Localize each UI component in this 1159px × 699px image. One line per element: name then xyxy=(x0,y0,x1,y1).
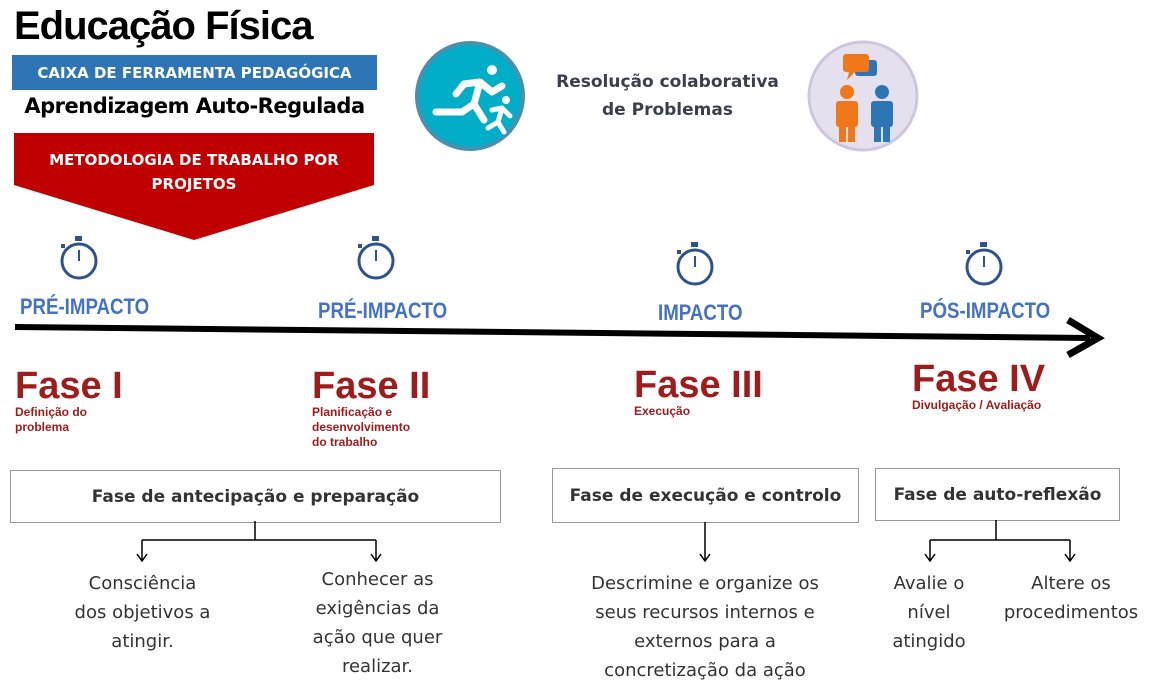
page-title: Educação Física xyxy=(14,4,313,48)
outcome-text: Consciência dos objetivos a atingir. xyxy=(50,569,235,656)
outcome-line: atingir. xyxy=(111,631,174,652)
subtitle: Aprendizagem Auto-Regulada xyxy=(24,94,365,118)
phase-desc: Planificação e xyxy=(312,405,393,419)
timeline-arrow xyxy=(14,316,1105,359)
outcome-text: Descrimine e organize os seus recursos in… xyxy=(570,569,840,685)
phase-desc: Divulgação / Avaliação xyxy=(912,398,1042,412)
moment-label: PÓS-IMPACTO xyxy=(920,298,1051,323)
outcome-line: Altere os xyxy=(1031,573,1111,594)
collaborative-label: Resolução colaborativa de Problemas xyxy=(545,68,790,124)
moment-label: PRÉ-IMPACTO xyxy=(318,298,448,323)
phase-name: Fase IV xyxy=(912,358,1046,400)
phase-desc: Execução xyxy=(634,404,691,418)
outcome-line: concretização da ação xyxy=(604,660,806,681)
connector-lines xyxy=(136,520,1076,563)
outcome-line: seus recursos internos e xyxy=(595,602,815,623)
moment-label: IMPACTO xyxy=(658,300,743,325)
outcome-line: procedimentos xyxy=(1003,602,1139,623)
outcome-text: Conhecer as exigências da ação que quer rea… xyxy=(285,565,470,681)
phase-name: Fase I xyxy=(15,365,123,407)
stopwatch-icon xyxy=(357,236,395,280)
outcome-line: atingido xyxy=(892,631,966,652)
outcome-line: ação que quer xyxy=(312,627,443,648)
outcome-line: dos objetivos a xyxy=(74,602,211,623)
phase-desc: problema xyxy=(15,420,70,434)
outcome-line: externos para a xyxy=(634,631,776,652)
collaboration-people-icon xyxy=(807,40,919,152)
collaborative-line-2: de Problemas xyxy=(602,100,733,120)
outcome-text: Altere os procedimentos xyxy=(990,569,1152,627)
phase-desc: Definição do xyxy=(15,405,88,419)
methodology-arrow-shape xyxy=(14,133,374,240)
phase-name: Fase III xyxy=(634,364,763,406)
stopwatch-icon xyxy=(60,236,98,280)
outcome-line: realizar. xyxy=(341,656,414,677)
methodology-label: METODOLOGIA DE TRABALHO POR PROJETOS xyxy=(49,151,339,193)
outcome-line: Consciência xyxy=(88,573,197,594)
moment-label: PRÉ-IMPACTO xyxy=(20,294,150,319)
execution-box: Fase de execução e controlo xyxy=(552,468,859,523)
outcome-line: exigências da xyxy=(315,598,440,619)
toolbox-banner: CAIXA DE FERRAMENTA PEDAGÓGICA xyxy=(12,55,377,90)
outcome-line: Conhecer as xyxy=(321,569,434,590)
phase-desc: do trabalho xyxy=(312,435,378,449)
running-icon xyxy=(415,41,525,151)
stopwatch-icon xyxy=(965,242,1003,286)
stopwatch-icon xyxy=(676,242,714,286)
outcome-line: nível xyxy=(907,602,951,623)
phase-desc: desenvolvimento xyxy=(312,420,411,434)
outcome-line: Avalie o xyxy=(893,573,965,594)
outcome-text: Avalie o nível atingido xyxy=(870,569,988,656)
phase-name: Fase II xyxy=(312,365,431,407)
collaborative-line-1: Resolução colaborativa xyxy=(556,72,779,92)
reflection-box: Fase de auto-reflexão xyxy=(875,468,1120,521)
anticipation-box: Fase de antecipação e preparação xyxy=(10,470,501,523)
outcome-line: Descrimine e organize os xyxy=(591,573,819,594)
